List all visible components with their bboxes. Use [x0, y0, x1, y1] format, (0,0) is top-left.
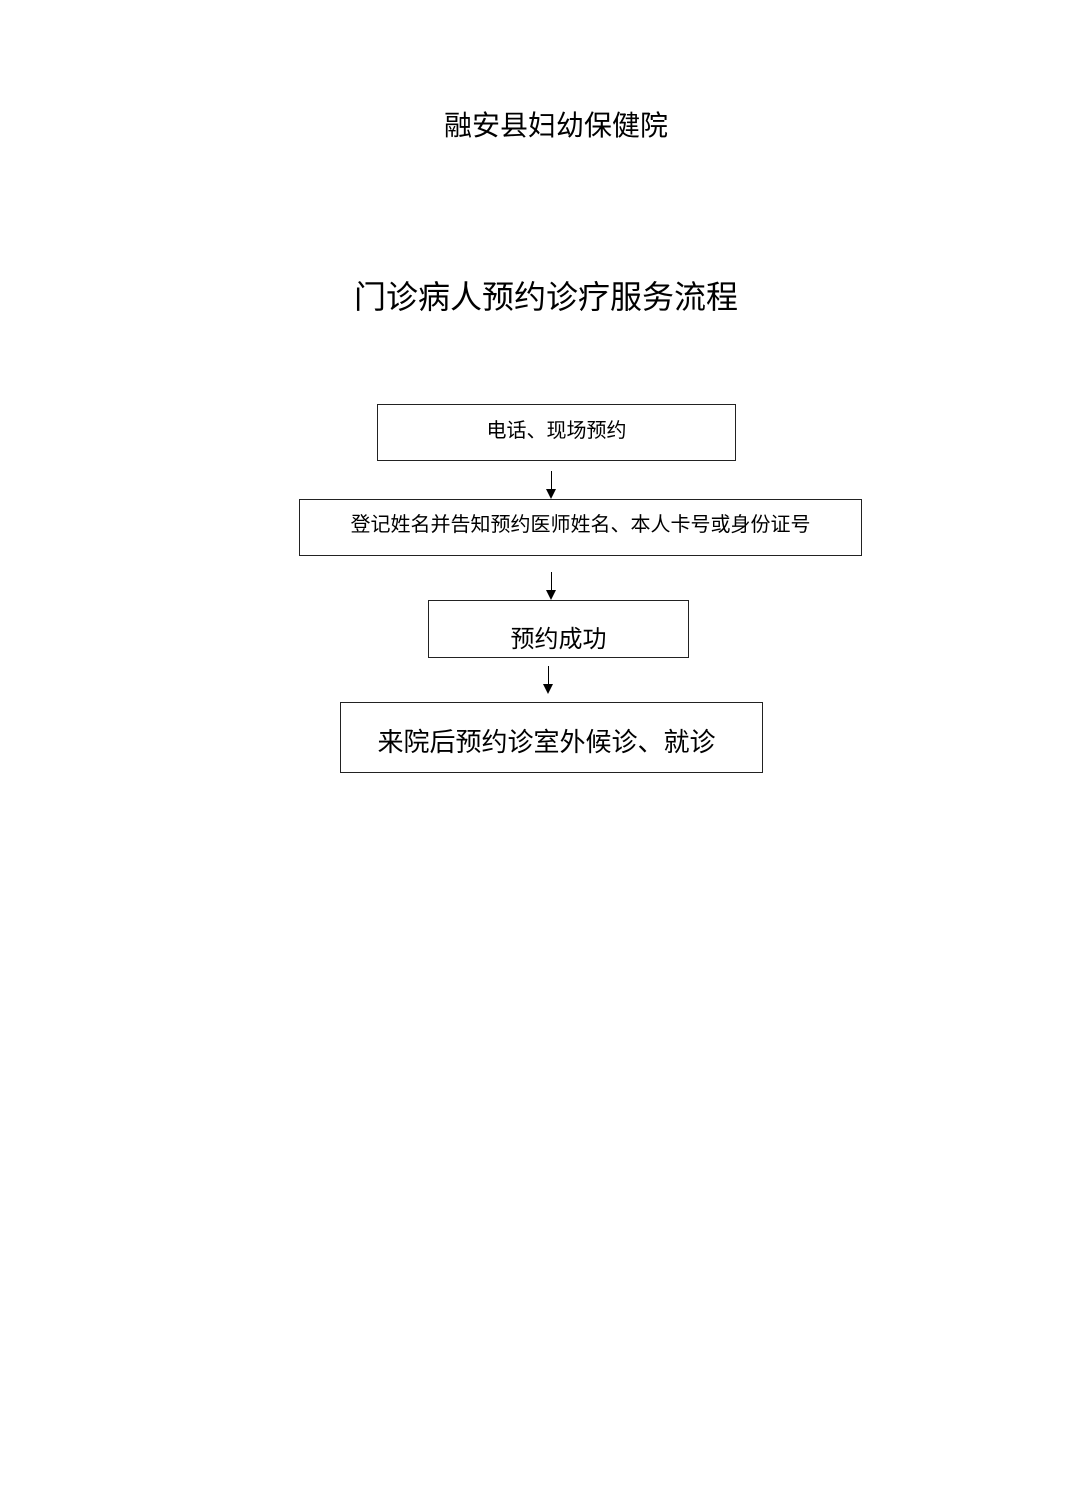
arrow-down-icon: [546, 572, 556, 600]
flow-step-label: 电话、现场预约: [486, 418, 627, 442]
flow-step-label: 来院后预约诊室外候诊、就诊: [377, 728, 716, 758]
organization-name: 融安县妇幼保健院: [443, 109, 668, 142]
flow-step-label: 登记姓名并告知预约医师姓名、本人卡号或身份证号: [350, 512, 811, 536]
arrow-down-icon: [543, 666, 553, 694]
arrow-down-icon: [546, 471, 556, 499]
document-title: 门诊病人预约诊疗服务流程: [353, 278, 738, 316]
flow-step-3: 预约成功: [428, 600, 689, 658]
flow-step-4: 来院后预约诊室外候诊、就诊: [340, 702, 763, 773]
flow-step-1: 电话、现场预约: [377, 404, 736, 461]
flow-step-label: 预约成功: [510, 625, 607, 653]
flow-step-2: 登记姓名并告知预约医师姓名、本人卡号或身份证号: [299, 499, 862, 556]
